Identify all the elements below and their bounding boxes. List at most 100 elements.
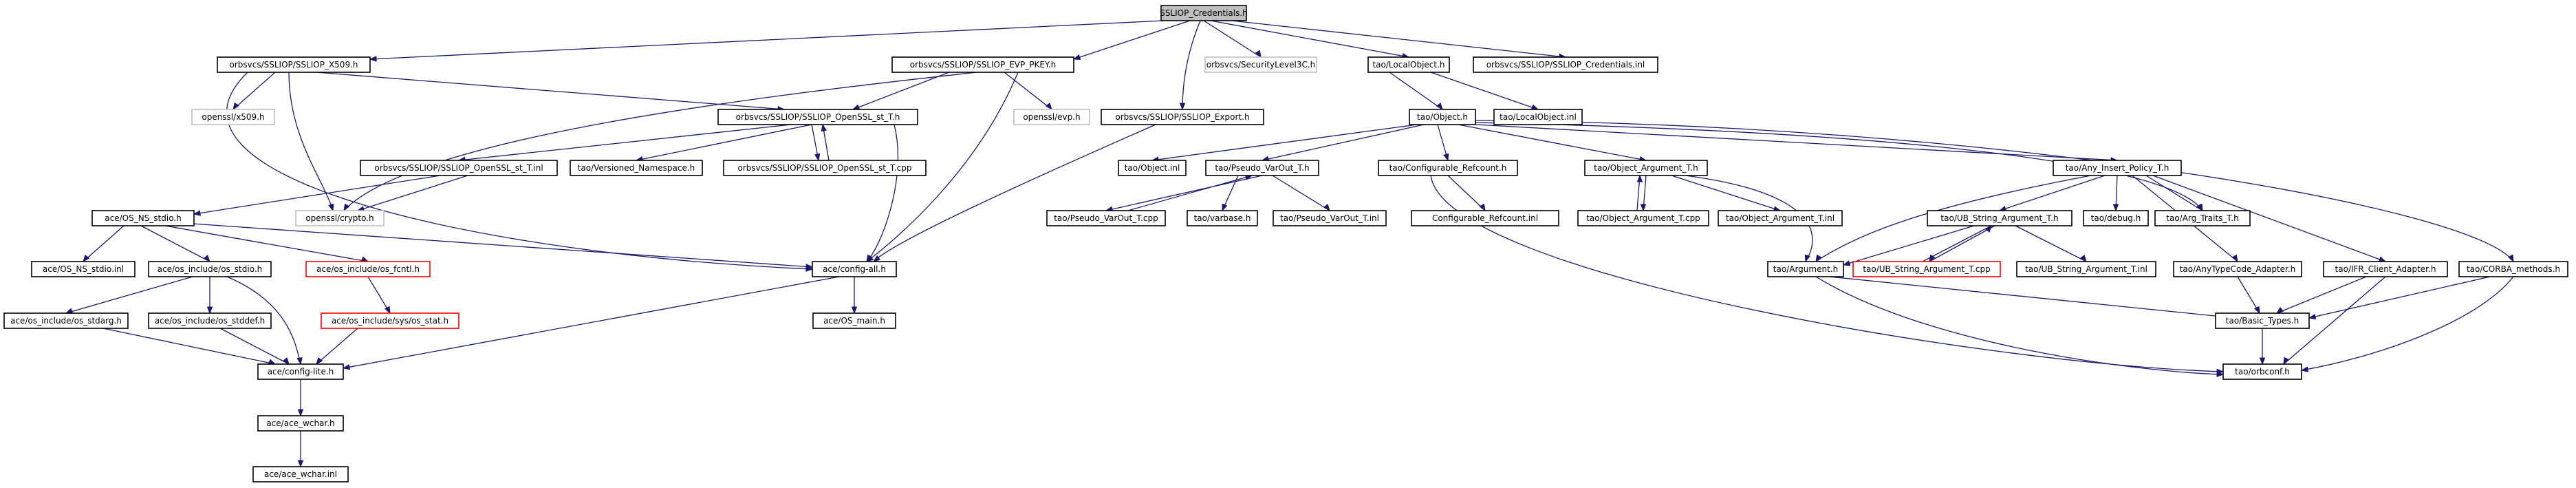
node-osstdarg[interactable]: ace/os_include/os_stdarg.h xyxy=(3,312,129,329)
dependency-arrow xyxy=(1072,20,1191,60)
node-evpkey[interactable]: orbsvcs/SSLIOP/SSLIOP_EVP_PKEY.h xyxy=(891,56,1074,73)
node-versns[interactable]: tao/Versioned_Namespace.h xyxy=(570,160,703,176)
node-opensslevp[interactable]: openssl/evp.h xyxy=(1013,109,1090,125)
node-label: tao/Pseudo_VarOut_T.cpp xyxy=(1054,213,1158,223)
node-acewchar[interactable]: ace/ace_wchar.h xyxy=(257,415,344,432)
node-orbconf[interactable]: tao/orbconf.h xyxy=(2222,363,2302,380)
node-label: orbsvcs/SSLIOP/SSLIOP_X509.h xyxy=(229,60,358,70)
node-osstat[interactable]: ace/os_include/sys/os_stat.h xyxy=(321,312,459,329)
dependency-arrow xyxy=(193,175,441,216)
node-label: orbsvcs/SSLIOP/SSLIOP_Export.h xyxy=(1115,112,1249,122)
node-cfgref[interactable]: tao/Configurable_Refcount.h xyxy=(1378,160,1518,176)
node-sttcpp[interactable]: orbsvcs/SSLIOP/SSLIOP_OpenSSL_st_T.cpp xyxy=(723,160,927,176)
node-osnsstdio[interactable]: ace/OS_NS_stdio.h xyxy=(91,210,195,226)
node-acewcharinl[interactable]: ace/ace_wchar.inl xyxy=(252,466,349,482)
node-anyins[interactable]: tao/Any_Insert_Policy_T.h xyxy=(2053,160,2182,176)
node-label: orbsvcs/SecurityLevel3C.h xyxy=(1206,60,1316,70)
node-label: tao/Versioned_Namespace.h xyxy=(578,163,695,173)
node-osmain[interactable]: ace/OS_main.h xyxy=(812,312,896,329)
dependency-arrow xyxy=(2300,276,2514,372)
node-label: ace/OS_NS_stdio.h xyxy=(105,213,182,223)
node-sttinl[interactable]: orbsvcs/SSLIOP/SSLIOP_OpenSSL_st_T.inl xyxy=(360,160,558,176)
dependency-arrow xyxy=(1430,72,1539,110)
node-label: ace/os_include/os_fcntl.h xyxy=(316,264,420,274)
node-debugh[interactable]: tao/debug.h xyxy=(2083,210,2149,226)
dependency-arrow xyxy=(1437,124,1449,162)
node-label: tao/Object_Argument_T.cpp xyxy=(1586,213,1700,223)
node-objarginl[interactable]: tao/Object_Argument_T.inl xyxy=(1718,210,1843,226)
dependency-arrow xyxy=(852,72,950,110)
node-varbase[interactable]: tao/varbase.h xyxy=(1187,210,1258,226)
dependency-arrow xyxy=(83,225,125,263)
node-cfgrefinl[interactable]: Configurable_Refcount.inl xyxy=(1411,210,1559,226)
node-credinl[interactable]: orbsvcs/SSLIOP/SSLIOP_Credentials.inl xyxy=(1473,56,1658,73)
node-osfcntl[interactable]: ace/os_include/os_fcntl.h xyxy=(305,261,431,277)
node-label: tao/Basic_Types.h xyxy=(2226,316,2299,326)
node-objargh[interactable]: tao/Object_Argument_T.h xyxy=(1584,160,1708,176)
dependency-arrow xyxy=(1815,175,2092,263)
node-localobj[interactable]: tao/LocalObject.h xyxy=(1367,56,1450,73)
dependency-arrow xyxy=(1127,174,1253,211)
dependency-arrow xyxy=(65,276,193,314)
node-label: openssl/x509.h xyxy=(202,112,264,122)
node-anytcadapt[interactable]: tao/AnyTypeCode_Adapter.h xyxy=(2173,261,2302,277)
node-sttH[interactable]: orbsvcs/SSLIOP/SSLIOP_OpenSSL_st_T.h xyxy=(717,109,918,125)
dependency-arrow xyxy=(1261,124,1425,162)
dependency-arrow xyxy=(342,276,840,370)
node-ubstrh[interactable]: tao/UB_String_Argument_T.h xyxy=(1927,210,2072,226)
node-pvarinl[interactable]: tao/Pseudo_VarOut_T.inl xyxy=(1273,210,1387,226)
dependency-arrow xyxy=(1922,224,1992,262)
dependency-arrow xyxy=(2283,276,2386,365)
node-configall[interactable]: ace/config-all.h xyxy=(812,261,897,277)
dependency-arrow xyxy=(1272,175,1330,212)
node-pvarh[interactable]: tao/Pseudo_VarOut_T.h xyxy=(1205,160,1319,176)
node-corbameth[interactable]: tao/CORBA_methods.h xyxy=(2458,261,2568,277)
node-osstdio[interactable]: ace/os_include/os_stdio.h xyxy=(148,261,272,277)
node-label: tao/IFR_Client_Adapter.h xyxy=(2335,264,2436,274)
node-label: tao/AnyTypeCode_Adapter.h xyxy=(2180,264,2296,274)
dependency-arrow xyxy=(851,277,858,315)
node-ubstrinl[interactable]: tao/UB_String_Argument_T.inl xyxy=(2016,261,2156,277)
node-x509h[interactable]: orbsvcs/SSLIOP/SSLIOP_X509.h xyxy=(217,56,371,73)
dependency-arrow xyxy=(1105,175,1263,212)
node-seclvl[interactable]: orbsvcs/SecurityLevel3C.h xyxy=(1204,56,1317,73)
node-label: orbsvcs/SSLIOP/SSLIOP_EVP_PKEY.h xyxy=(910,60,1057,70)
dependency-arrow xyxy=(872,124,1156,262)
node-localobjinl[interactable]: tao/LocalObject.inl xyxy=(1493,109,1583,125)
dependency-arrow xyxy=(140,225,210,263)
node-osnsstdioinl[interactable]: ace/OS_NS_stdio.inl xyxy=(31,261,136,277)
dependency-arrow xyxy=(1458,124,1647,162)
node-taoobj[interactable]: tao/Object.h xyxy=(1409,109,1476,125)
node-basictypes[interactable]: tao/Basic_Types.h xyxy=(2215,312,2310,329)
node-root[interactable]: SSLIOP_Credentials.h xyxy=(1160,5,1248,21)
node-label: tao/Pseudo_VarOut_T.h xyxy=(1215,163,1309,173)
dependency-arrow xyxy=(369,20,1165,62)
dependency-arrow xyxy=(1475,120,2514,263)
node-label: ace/config-lite.h xyxy=(268,367,334,376)
node-configlite[interactable]: ace/config-lite.h xyxy=(257,363,344,380)
node-argtraits[interactable]: tao/Arg_Traits_T.h xyxy=(2154,210,2251,226)
node-ifrclient[interactable]: tao/IFR_Client_Adapter.h xyxy=(2323,261,2448,277)
node-pvarcpp[interactable]: tao/Pseudo_VarOut_T.cpp xyxy=(1046,210,1166,226)
node-label: SSLIOP_Credentials.h xyxy=(1160,8,1248,18)
node-argumenth[interactable]: tao/Argument.h xyxy=(1767,261,1844,277)
dependency-arrow xyxy=(1389,72,1443,111)
dependency-arrow xyxy=(2308,276,2491,320)
node-label: tao/Pseudo_VarOut_T.inl xyxy=(1280,213,1379,223)
node-label: orbsvcs/SSLIOP/SSLIOP_OpenSSL_st_T.cpp xyxy=(738,163,912,173)
node-exporth[interactable]: orbsvcs/SSLIOP/SSLIOP_Export.h xyxy=(1101,109,1264,125)
node-opensslx509[interactable]: openssl/x509.h xyxy=(191,109,275,125)
dependency-arrow xyxy=(1815,276,2225,377)
dependency-arrow xyxy=(367,276,391,315)
dependency-arrow xyxy=(2015,225,2087,263)
dependency-edges xyxy=(65,20,2514,468)
dependency-arrow xyxy=(316,328,358,365)
dependency-arrow xyxy=(219,328,290,365)
node-ubstrcpp[interactable]: tao/UB_String_Argument_T.cpp xyxy=(1852,261,2001,277)
node-osstddef[interactable]: ace/os_include/os_stddef.h xyxy=(148,312,272,329)
node-objinl[interactable]: tao/Object.inl xyxy=(1118,160,1187,176)
node-label: orbsvcs/SSLIOP/SSLIOP_OpenSSL_st_T.inl xyxy=(374,163,543,173)
node-objargcpp[interactable]: tao/Object_Argument_T.cpp xyxy=(1577,210,1709,226)
node-label: tao/Object.h xyxy=(1417,112,1468,122)
node-cryptoh[interactable]: openssl/crypto.h xyxy=(295,210,385,226)
